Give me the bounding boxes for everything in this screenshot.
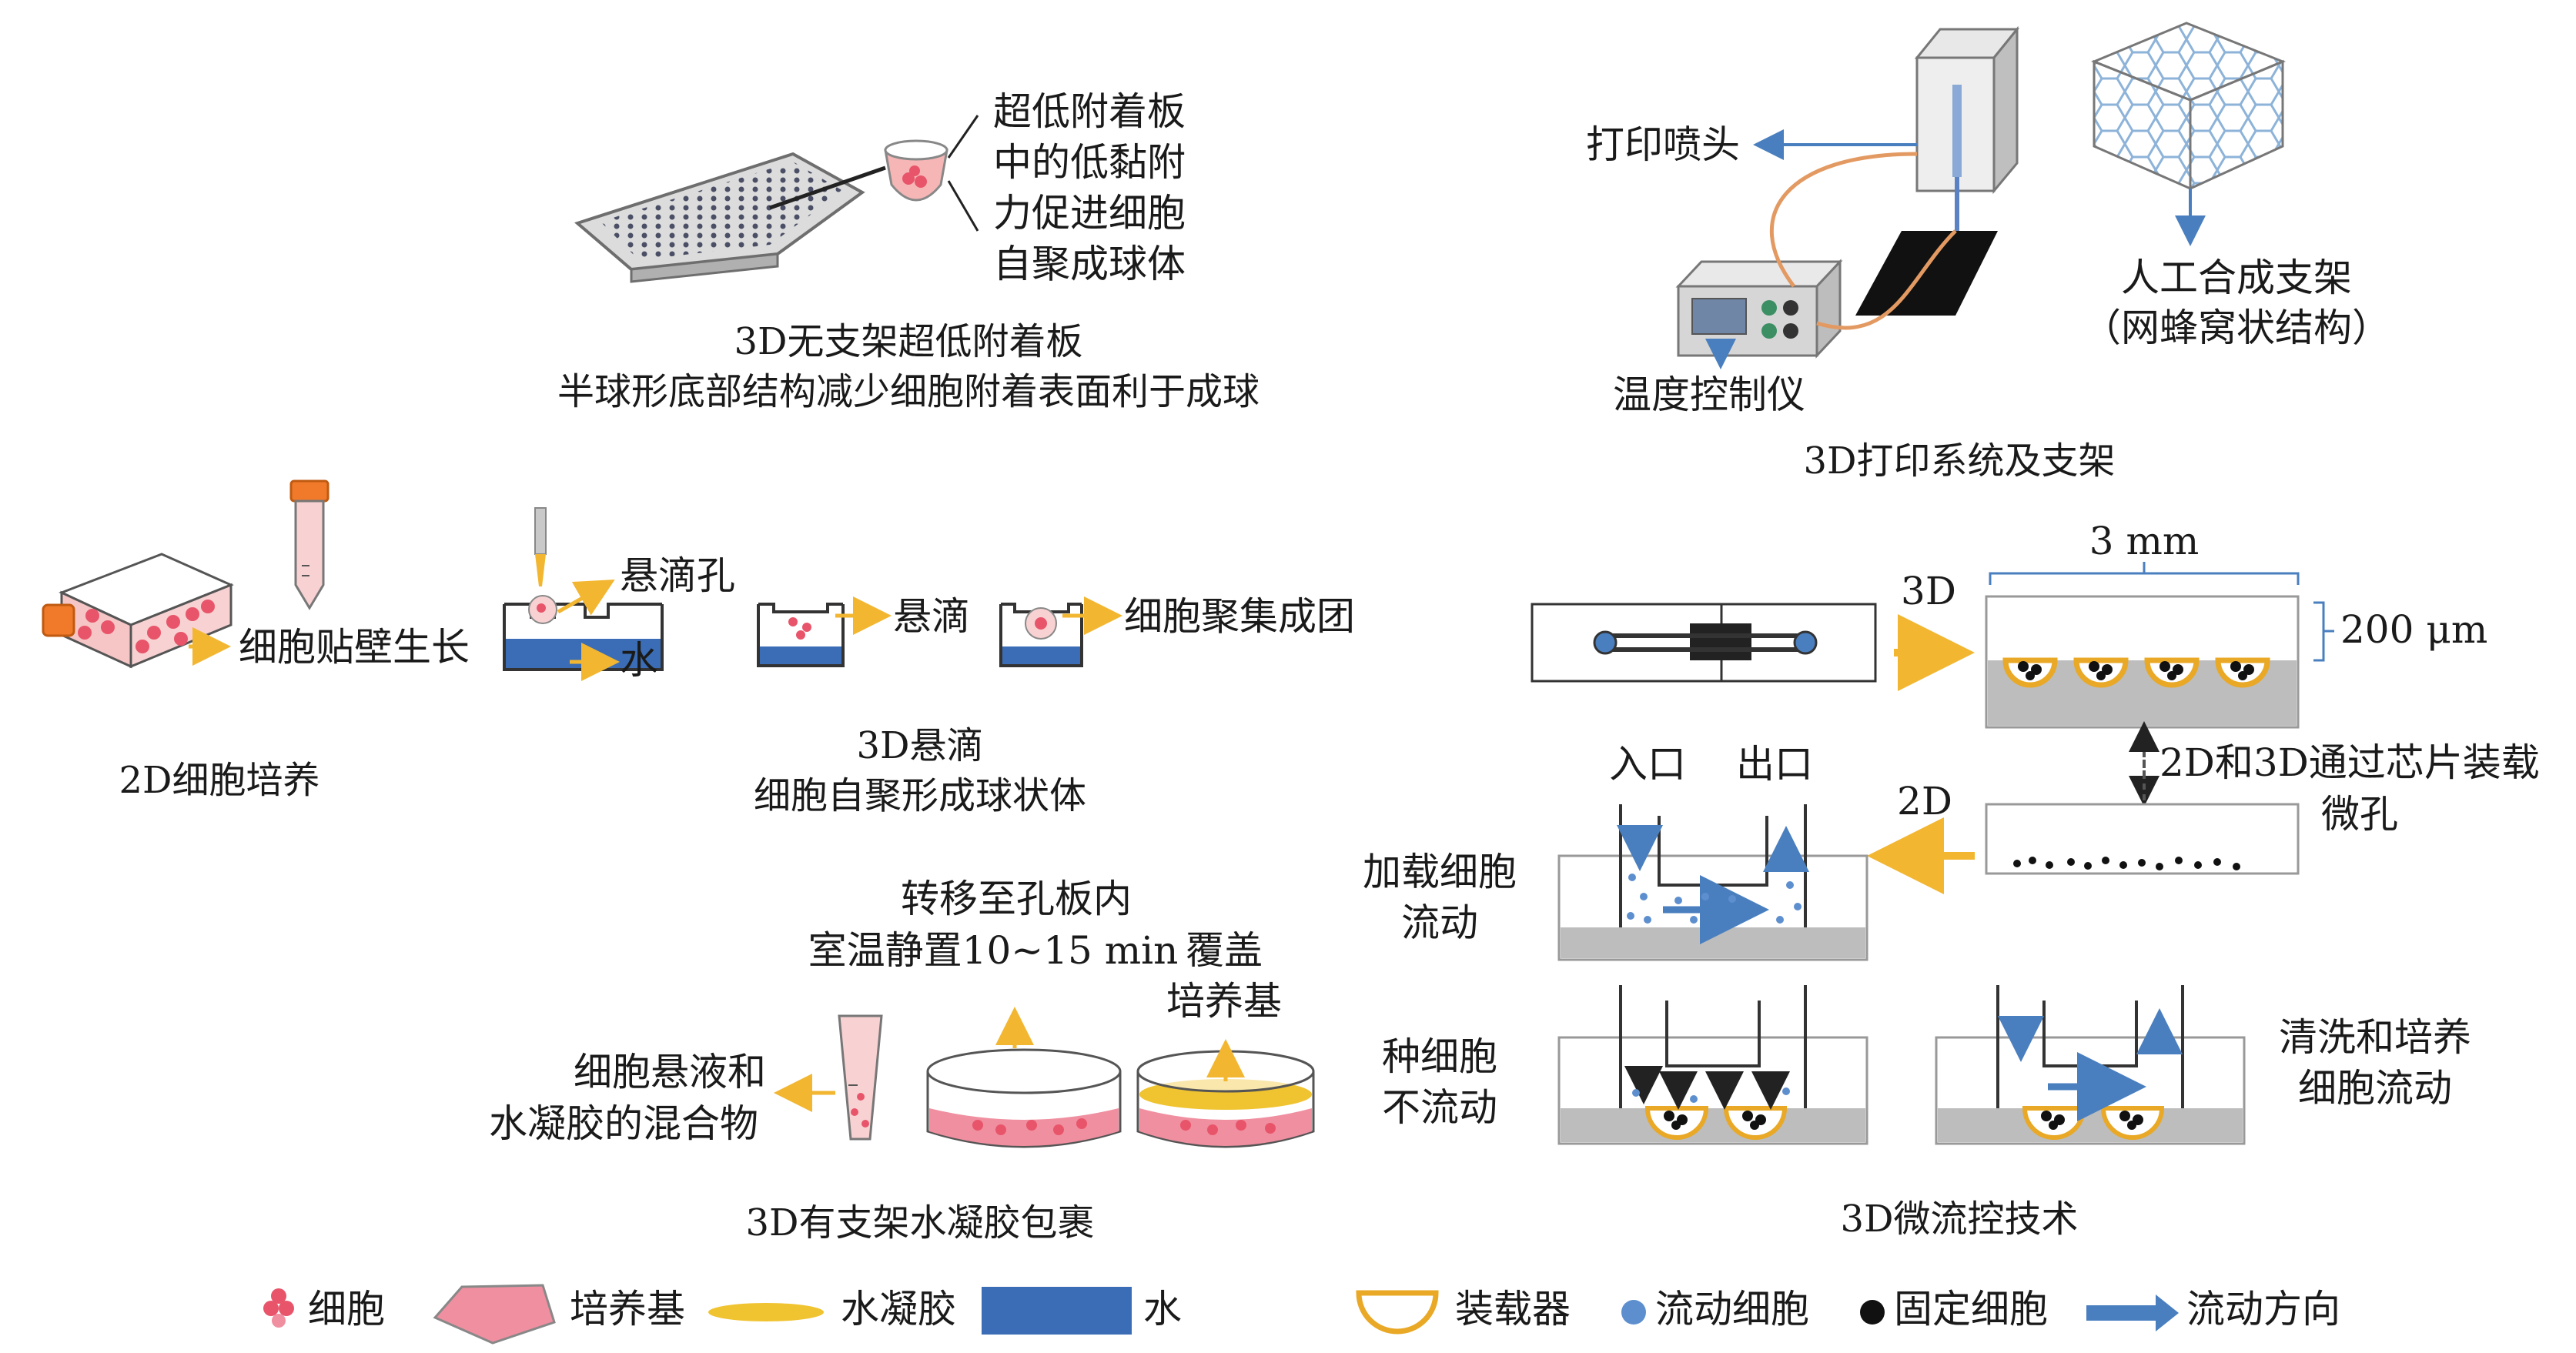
nozzle-label: 打印喷头 <box>1586 122 1740 167</box>
ula-well-icon <box>884 139 948 202</box>
legend-label: 培养基 <box>570 1287 685 1331</box>
culture-flask-icon <box>42 553 234 669</box>
seed-label: 不流动 <box>1382 1085 1497 1130</box>
width-label: 3 mm <box>2089 519 2200 563</box>
ula-plate-icon <box>574 152 865 283</box>
controller-cable <box>1770 152 1918 288</box>
ula-label-line: 自聚成球体 <box>993 242 1186 286</box>
flowing-cell-icon <box>1621 1300 1646 1325</box>
ula-pointer-line <box>769 165 886 210</box>
width-bracket <box>1989 572 2300 585</box>
legend-label: 流动方向 <box>2186 1287 2340 1331</box>
wash-label: 细胞流动 <box>2298 1066 2452 1111</box>
legend-label: 细胞 <box>308 1287 385 1331</box>
microfluidic-caption: 3D微流控技术 <box>1840 1198 2078 1241</box>
label-3d: 3D <box>1901 569 1956 613</box>
well-label: 悬滴孔 <box>620 553 735 598</box>
load-label: 加载细胞 <box>1363 850 1517 894</box>
petri-dish-medium-icon <box>926 1048 1122 1148</box>
ula-bracket-line <box>947 180 979 232</box>
chip-label: 2D和3D通过芯片装载 <box>2159 740 2540 785</box>
chip-3d-cross-section-icon <box>1985 595 2300 729</box>
water-label: 水 <box>620 638 658 683</box>
hydrogel-ellipse-icon <box>708 1303 824 1321</box>
depth-bracket <box>2313 601 2325 662</box>
temperature-controller-icon <box>1675 259 1843 359</box>
depth-label: 200 μm <box>2340 607 2487 652</box>
hydrogel-caption: 3D有支架水凝胶包裹 <box>745 1201 1094 1244</box>
culture2d-section: 细胞贴壁生长 2D细胞培养 <box>42 479 470 802</box>
hanging-drop-caption: 3D悬滴 <box>856 724 983 767</box>
water-rect-icon <box>982 1287 1132 1335</box>
legend-label: 装载器 <box>1455 1287 1571 1331</box>
chip-2d-cross-section-icon <box>1985 803 2300 875</box>
seed-label: 种细胞 <box>1382 1034 1497 1079</box>
ula-label-line: 超低附着板 <box>993 89 1186 134</box>
chip-topview-icon <box>1531 603 1877 683</box>
printing-caption: 3D打印系统及支架 <box>1803 439 2115 483</box>
culture2d-label: 细胞贴壁生长 <box>239 625 470 670</box>
centrifuge-tube-icon <box>289 479 330 610</box>
ula-section: 超低附着板 中的低黏附 力促进细胞 自聚成球体 3D无支架超低附着板 半球形底部… <box>557 89 1260 413</box>
seeding-chamber-icon <box>1557 985 1868 1145</box>
loading-chamber-icon <box>1557 804 1868 961</box>
scaffold-label: 人工合成支架 <box>2121 256 2352 300</box>
aggregate-well-icon <box>999 603 1083 667</box>
washing-chamber-icon <box>1935 985 2246 1145</box>
chip-label: 微孔 <box>2321 792 2398 837</box>
aggregate-label: 细胞聚集成团 <box>1124 594 1355 639</box>
print-platform-icon <box>1855 231 1998 316</box>
ula-caption: 3D无支架超低附着板 <box>734 320 1082 363</box>
cover-label: 培养基 <box>1166 979 1282 1024</box>
transfer-label: 室温静置10~15 min <box>808 928 1179 973</box>
legend: 细胞 培养基 水凝胶 水 装载器 流动细胞 固定细胞 流动方向 <box>263 1284 2340 1345</box>
printing-section: 打印喷头 温度控制仪 人工合成支架 （网蜂窝状结构） 3D打印系统及支架 <box>1586 22 2390 483</box>
load-label: 流动 <box>1401 900 1478 945</box>
legend-label: 水凝胶 <box>841 1287 956 1331</box>
microfluidic-section: 3D 3 mm 200 μm 2D和3D通过芯片装载 微孔 <box>1363 519 2540 1241</box>
fixed-cell-icon <box>1860 1300 1885 1325</box>
legend-label: 固定细胞 <box>1894 1287 2048 1331</box>
ula-caption: 半球形底部结构减少细胞附着表面利于成球 <box>557 370 1260 413</box>
label-2d: 2D <box>1897 779 1952 823</box>
controller-label: 温度控制仪 <box>1613 372 1805 417</box>
medium-shape-icon <box>433 1284 556 1345</box>
print-head-icon <box>1914 25 2020 231</box>
scaffold-honeycomb-icon <box>2091 22 2286 191</box>
wash-label: 清洗和培养 <box>2279 1015 2471 1060</box>
controller-cable <box>1816 229 1957 330</box>
drop-well-icon <box>757 603 845 667</box>
transfer-label: 转移至孔板内 <box>901 877 1132 921</box>
cover-label: 覆盖 <box>1186 928 1263 973</box>
culture2d-caption: 2D细胞培养 <box>119 759 319 802</box>
mix-label: 细胞悬液和 <box>574 1050 766 1094</box>
scaffold-label: （网蜂窝状结构） <box>2083 306 2390 350</box>
ula-bracket-line <box>947 115 979 159</box>
mix-label: 水凝胶的混合物 <box>489 1101 758 1146</box>
flow-arrow-icon <box>2086 1295 2179 1331</box>
hanging-drop-section: 悬滴孔 水 悬滴 细胞聚集成团 3D悬滴 细胞自聚形成球状体 <box>503 507 1355 817</box>
drop-label: 悬滴 <box>893 594 970 639</box>
loader-cup-icon <box>1356 1290 1439 1335</box>
well-pointer-arrow <box>557 580 615 616</box>
legend-label: 流动细胞 <box>1655 1287 1809 1331</box>
legend-label: 水 <box>1143 1287 1182 1331</box>
inlet-label: 入口 <box>1609 742 1686 787</box>
pipette-tip-icon <box>838 1014 883 1141</box>
pipette-icon <box>534 507 547 586</box>
hanging-drop-caption: 细胞自聚形成球状体 <box>754 774 1086 817</box>
cell-cluster-icon <box>263 1288 294 1328</box>
ula-label-line: 中的低黏附 <box>993 140 1186 185</box>
outlet-label: 出口 <box>1736 742 1813 787</box>
hydrogel-section: 转移至孔板内 室温静置10~15 min 覆盖 培养基 细胞悬液和 水凝胶的混合… <box>489 877 1315 1244</box>
ula-label-line: 力促进细胞 <box>993 191 1186 236</box>
